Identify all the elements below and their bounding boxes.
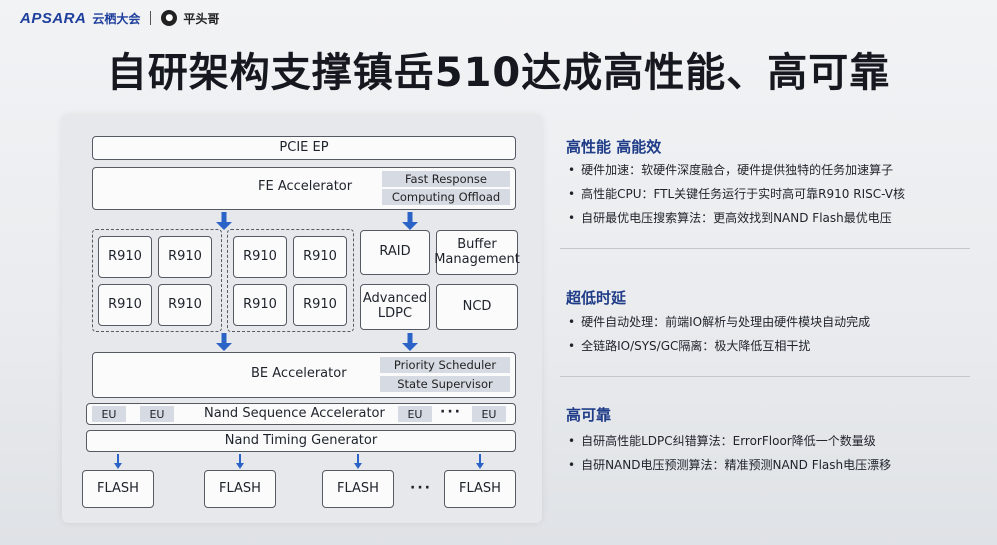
section-title-performance: 高性能 高能效 <box>566 138 662 156</box>
fe-fast-response: Fast Response <box>382 171 510 187</box>
slide-title: 自研架构支撑镇岳510达成高性能、高可靠 <box>106 50 891 96</box>
flash-block: FLASH <box>444 470 516 508</box>
r910-cluster-1 <box>92 229 222 332</box>
eu-ellipsis: ··· <box>440 404 462 420</box>
yunqi-logo: 云栖大会 <box>92 11 141 26</box>
bullet-item: 自研最优电压搜索算法：更高效找到NAND Flash最优电压 <box>568 209 892 226</box>
r910-core: R910 <box>158 236 212 278</box>
ncd-block: NCD <box>436 284 518 330</box>
buffer-management-block: Buffer Management <box>434 230 520 275</box>
flash-block: FLASH <box>322 470 394 508</box>
be-priority-scheduler: Priority Scheduler <box>380 357 510 373</box>
section-title-latency: 超低时延 <box>566 289 627 307</box>
bullet-item: 自研NAND电压预测算法：精准预测NAND Flash电压漂移 <box>568 456 891 473</box>
fe-accelerator-label: FE Accelerator <box>258 179 353 194</box>
nand-sequence-accelerator-label: Nand Sequence Accelerator <box>204 406 385 421</box>
eu-unit: EU <box>92 406 126 422</box>
logo-divider <box>150 11 152 25</box>
pcie-ep-block: PCIE EP <box>92 136 516 160</box>
pingtouge-logo: 平头哥 <box>183 11 220 26</box>
r910-core: R910 <box>233 236 287 278</box>
eu-unit: EU <box>398 406 432 422</box>
header-logos: APSARA 云栖大会 ● 平头哥 <box>20 8 219 28</box>
flash-ellipsis: ··· <box>410 480 432 496</box>
r910-core: R910 <box>293 284 347 326</box>
be-accelerator-label: BE Accelerator <box>251 366 347 381</box>
r910-core: R910 <box>158 284 212 326</box>
bullet-item: 硬件加速：软硬件深度融合，硬件提供独特的任务加速算子 <box>568 161 893 178</box>
section-title-reliability: 高可靠 <box>566 406 612 424</box>
nand-timing-generator-block: Nand Timing Generator <box>86 430 516 452</box>
bullet-item: 硬件自动处理：前端IO解析与处理由硬件模块自动完成 <box>568 313 870 330</box>
section-divider <box>560 376 970 377</box>
r910-core: R910 <box>293 236 347 278</box>
r910-cluster-2 <box>227 229 354 332</box>
section-divider <box>560 248 970 249</box>
eu-unit: EU <box>472 406 506 422</box>
eu-unit: EU <box>140 406 174 422</box>
r910-core: R910 <box>233 284 287 326</box>
advanced-ldpc-block: Advanced LDPC <box>360 284 430 330</box>
be-state-supervisor: State Supervisor <box>380 376 510 392</box>
raid-block: RAID <box>360 230 430 275</box>
bullet-item: 高性能CPU：FTL关键任务运行于实时高可靠R910 RISC-V核 <box>568 185 905 202</box>
flash-block: FLASH <box>82 470 154 508</box>
bullet-item: 自研高性能LDPC纠错算法：ErrorFloor降低一个数量级 <box>568 432 876 449</box>
r910-core: R910 <box>98 236 152 278</box>
bullet-item: 全链路IO/SYS/GC隔离：极大降低互相干扰 <box>568 337 810 354</box>
pingtouge-icon: ● <box>161 10 178 26</box>
flash-block: FLASH <box>204 470 276 508</box>
fe-computing-offload: Computing Offload <box>382 189 510 205</box>
apsara-logo: APSARA <box>20 9 87 27</box>
r910-core: R910 <box>98 284 152 326</box>
